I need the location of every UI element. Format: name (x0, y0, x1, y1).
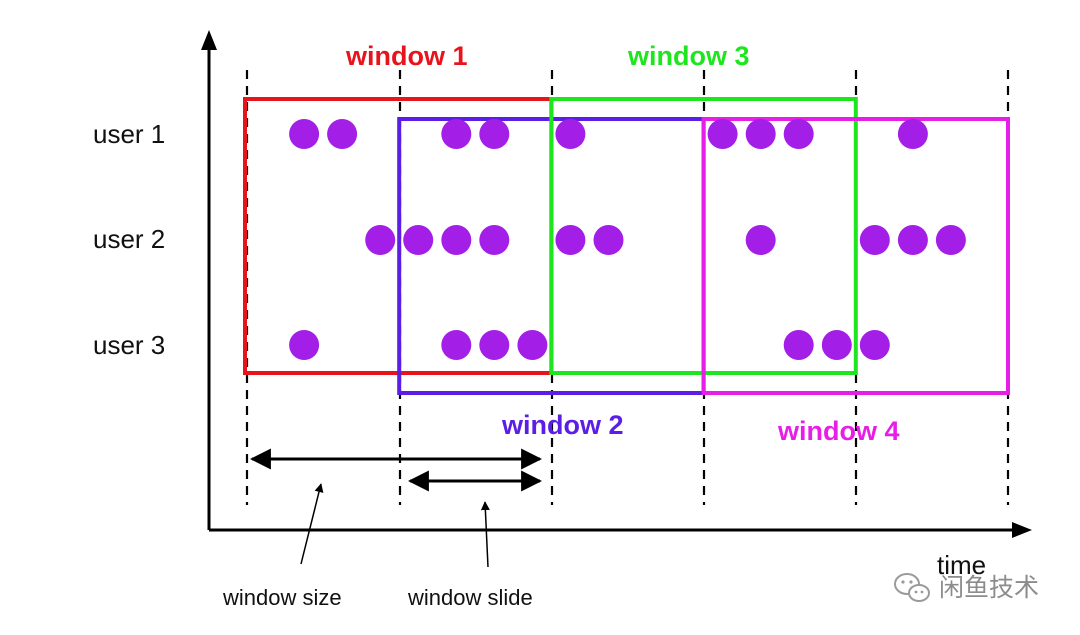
event-dot (517, 330, 548, 360)
axes (201, 30, 1032, 538)
event-dot (745, 119, 776, 149)
event-dot (441, 119, 472, 149)
event-dot (555, 119, 586, 149)
event-dot (479, 119, 510, 149)
window-slide-caption: window slide (407, 585, 533, 610)
event-dot (745, 225, 776, 255)
window-4-box (701, 117, 1010, 395)
events (289, 119, 966, 360)
event-dot (365, 225, 396, 255)
event-dot (479, 225, 510, 255)
window-label-2: window 2 (501, 410, 624, 440)
window-size-pointer (300, 483, 324, 565)
event-dot (441, 330, 472, 360)
window-label-3: window 3 (627, 41, 750, 71)
user-label-1: user 1 (93, 119, 165, 149)
event-dot (935, 225, 966, 255)
event-dot (783, 330, 814, 360)
windows (243, 97, 1010, 395)
event-dot (289, 119, 320, 149)
user-label-2: user 2 (93, 224, 165, 254)
y-axis-arrowhead (201, 30, 217, 50)
event-dot (479, 330, 510, 360)
event-dot (403, 225, 434, 255)
watermark-text: 闲鱼技术 (939, 573, 1039, 602)
event-dot (327, 119, 358, 149)
window-label-1: window 1 (345, 41, 468, 71)
x-axis-label: time (937, 550, 986, 580)
event-dot (859, 225, 890, 255)
wechat-icon (894, 573, 930, 602)
x-axis-arrowhead (1012, 522, 1032, 538)
window-slide-pointer (480, 501, 490, 568)
window-label-4: window 4 (777, 416, 900, 446)
event-dot (859, 330, 890, 360)
event-dot (783, 119, 814, 149)
event-dot (821, 330, 852, 360)
event-dot (707, 119, 738, 149)
user-label-3: user 3 (93, 330, 165, 360)
event-dot (897, 225, 928, 255)
watermark: 闲鱼技术 (894, 573, 1039, 602)
event-dot (555, 225, 586, 255)
event-dot (897, 119, 928, 149)
event-dot (441, 225, 472, 255)
window-size-caption: window size (222, 585, 342, 610)
event-dot (593, 225, 624, 255)
event-dot (289, 330, 320, 360)
